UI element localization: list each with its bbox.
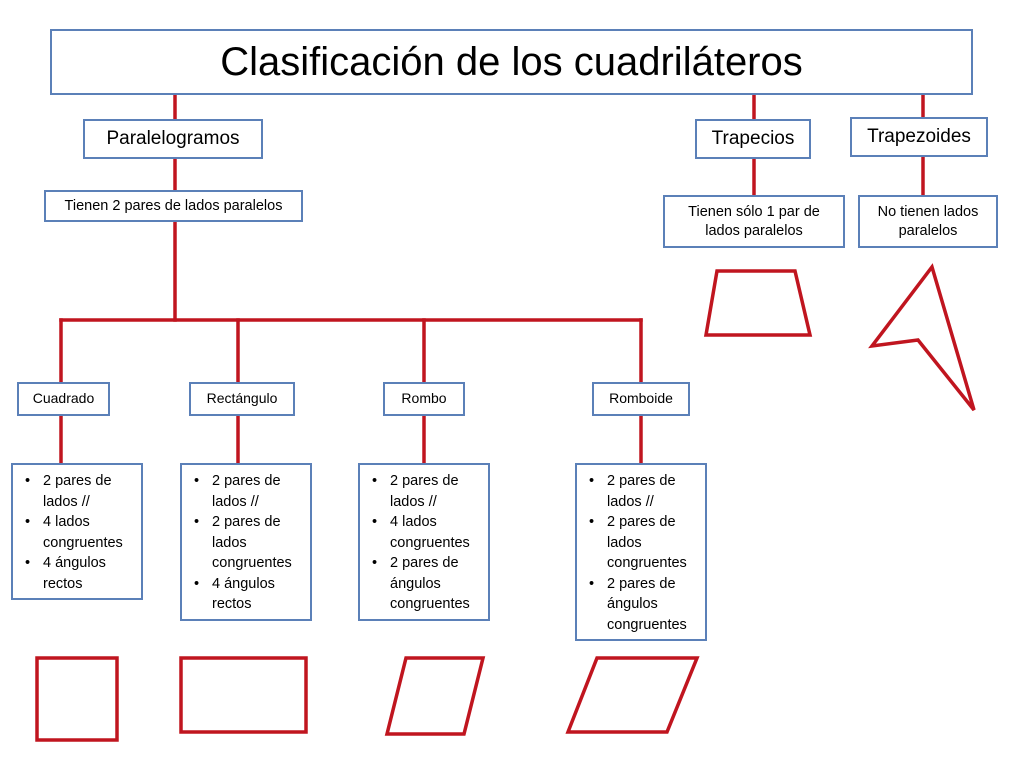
trapecios-description: Tienen sólo 1 par de lados paralelos bbox=[663, 195, 845, 248]
property-item: 2 pares de lados // bbox=[587, 471, 699, 512]
property-item: 2 pares de lados // bbox=[370, 471, 482, 512]
rombo-properties: 2 pares de lados // 4 lados congruentes … bbox=[358, 463, 490, 621]
property-item: 4 lados congruentes bbox=[23, 512, 135, 553]
category-trapezoides: Trapezoides bbox=[850, 117, 988, 157]
trapezoides-description: No tienen lados paralelos bbox=[858, 195, 998, 248]
category-paralelogramos: Paralelogramos bbox=[83, 119, 263, 159]
type-rectangulo: Rectángulo bbox=[189, 382, 295, 416]
property-item: 4 ángulos rectos bbox=[192, 574, 304, 615]
type-rombo: Rombo bbox=[383, 382, 465, 416]
cuadrado-properties: 2 pares de lados // 4 lados congruentes … bbox=[11, 463, 143, 600]
rectangle-shape bbox=[179, 656, 308, 734]
trapezoid-shape bbox=[703, 269, 813, 337]
rhombus-shape bbox=[384, 656, 486, 736]
property-item: 2 pares de ángulos congruentes bbox=[587, 574, 699, 636]
category-trapecios: Trapecios bbox=[695, 119, 811, 159]
property-item: 2 pares de ángulos congruentes bbox=[370, 553, 482, 615]
property-item: 4 lados congruentes bbox=[370, 512, 482, 553]
type-romboide: Romboide bbox=[592, 382, 690, 416]
property-item: 2 pares de lados // bbox=[192, 471, 304, 512]
property-item: 2 pares de lados congruentes bbox=[587, 512, 699, 574]
romboide-properties: 2 pares de lados // 2 pares de lados con… bbox=[575, 463, 707, 641]
rhomboid-shape bbox=[565, 656, 700, 734]
square-shape bbox=[35, 656, 119, 742]
property-item: 2 pares de lados // bbox=[23, 471, 135, 512]
paralelogramos-description: Tienen 2 pares de lados paralelos bbox=[44, 190, 303, 222]
irregular-quadrilateral-shape bbox=[868, 263, 976, 412]
property-item: 4 ángulos rectos bbox=[23, 553, 135, 594]
type-cuadrado: Cuadrado bbox=[17, 382, 110, 416]
diagram-title: Clasificación de los cuadriláteros bbox=[50, 29, 973, 95]
property-item: 2 pares de lados congruentes bbox=[192, 512, 304, 574]
rectangulo-properties: 2 pares de lados // 2 pares de lados con… bbox=[180, 463, 312, 621]
